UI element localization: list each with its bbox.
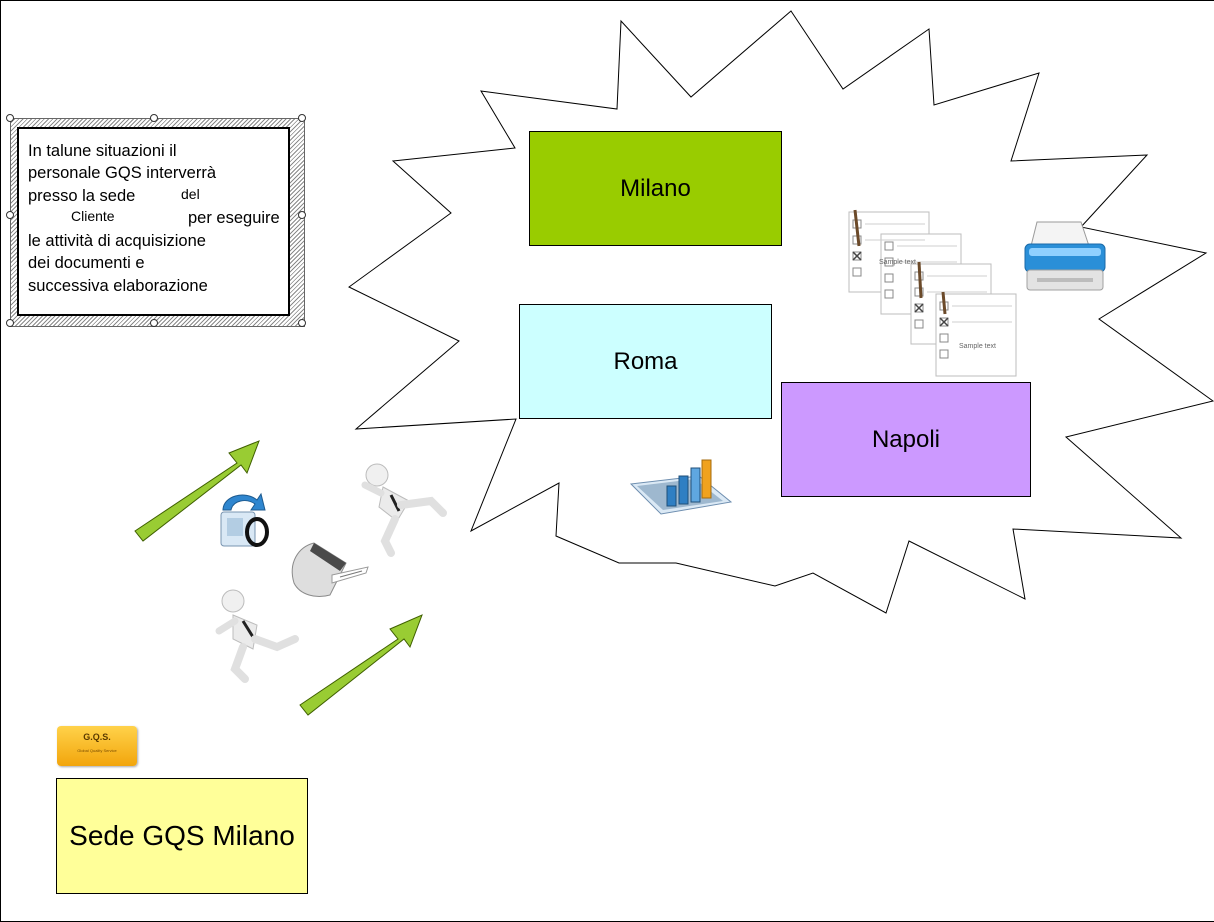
resize-handle-left[interactable]	[6, 211, 14, 219]
arrow-icon	[134, 440, 260, 542]
gqs-logo-main: G.Q.S.	[83, 732, 111, 742]
note-overlay-cliente: Cliente	[71, 208, 115, 224]
note-line-2: personale GQS interverrà	[28, 164, 217, 182]
resize-handle-top[interactable]	[150, 114, 158, 122]
note-textbox[interactable]	[17, 127, 290, 316]
person-running-icon	[361, 463, 447, 557]
resize-handle-bottom[interactable]	[150, 319, 158, 327]
note-line-5: le attività di acquisizione	[28, 232, 206, 250]
note-overlay-del: del	[181, 186, 200, 202]
form-sample-text-1: Sample text	[879, 259, 916, 266]
person-running-icon	[215, 589, 299, 683]
scanner-icon	[291, 542, 369, 597]
resize-handle-top-left[interactable]	[6, 114, 14, 122]
note-line-1: In talune situazioni il	[28, 142, 177, 160]
city-box-roma: Roma	[519, 304, 772, 419]
gqs-logo-sub: Global Quality Service	[77, 748, 117, 753]
resize-handle-right[interactable]	[298, 211, 306, 219]
city-label-roma: Roma	[613, 347, 678, 375]
resize-handle-bottom-left[interactable]	[6, 319, 14, 327]
form-sample-text-2: Sample text	[959, 343, 996, 350]
city-box-napoli: Napoli	[781, 382, 1031, 497]
note-line-4: per eseguire	[188, 209, 280, 227]
checklist-document-icon: Sample text Sample text	[848, 209, 1017, 377]
hq-label: Sede GQS Milano	[69, 820, 295, 851]
resize-handle-bottom-right[interactable]	[298, 319, 306, 327]
note-line-7: successiva elaborazione	[28, 277, 208, 295]
arrow-icon	[299, 614, 423, 716]
city-label-milano: Milano	[620, 174, 691, 202]
note-line-3: presso la sede	[28, 187, 136, 205]
city-label-napoli: Napoli	[871, 425, 941, 453]
printer-icon	[1024, 221, 1106, 291]
bar-chart-icon	[629, 459, 733, 515]
resize-handle-top-right[interactable]	[298, 114, 306, 122]
hq-box: Sede GQS Milano	[56, 778, 308, 894]
gqs-logo: G.Q.S. Global Quality Service	[57, 726, 137, 766]
note-line-6: dei documenti e	[28, 254, 145, 272]
city-box-milano: Milano	[529, 131, 782, 246]
data-transfer-icon	[220, 492, 269, 547]
